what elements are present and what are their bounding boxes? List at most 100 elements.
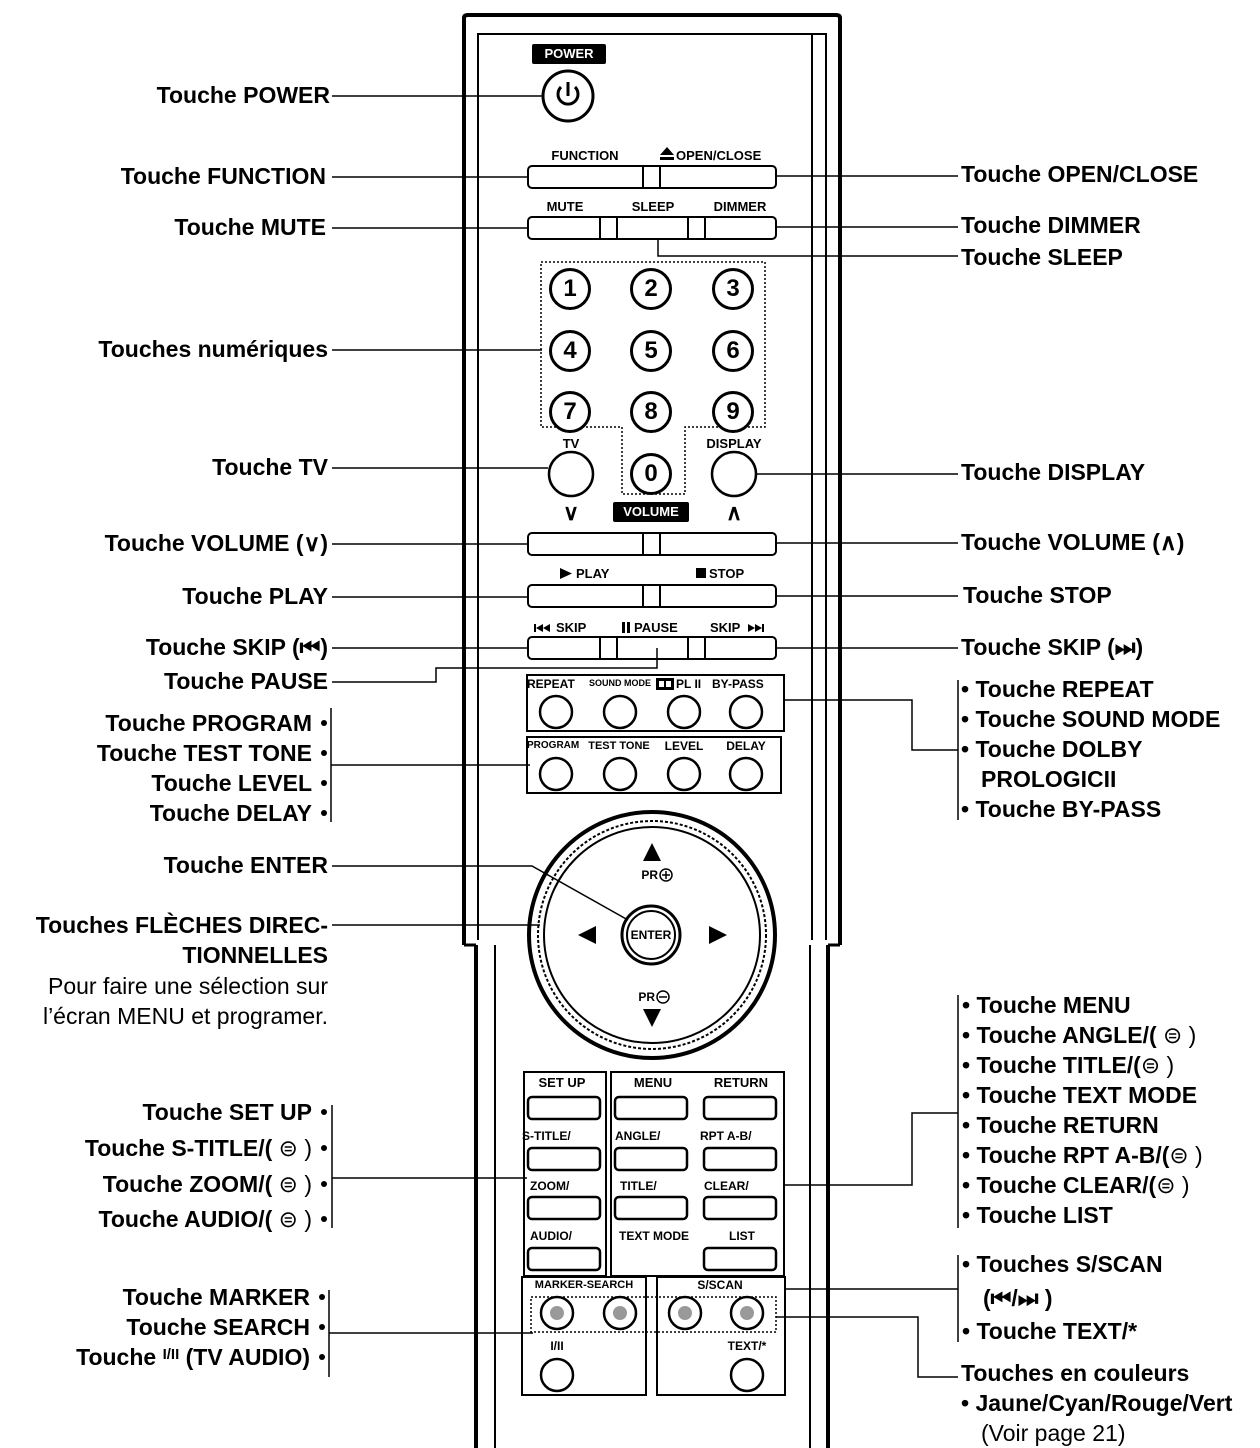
clear-label: CLEAR/ bbox=[704, 1179, 749, 1193]
key-7[interactable]: 7 bbox=[549, 391, 591, 433]
pr-plus-label: PR bbox=[641, 868, 658, 882]
label-audio: Touche AUDIO/( ⊜ ) bbox=[98, 1206, 313, 1232]
rpt-ab-label: RPT A-B/ bbox=[700, 1129, 752, 1143]
label-mute: Touche MUTE bbox=[174, 214, 326, 240]
label-rpt-ab: • Touche RPT A-B/(⊜ ) bbox=[962, 1142, 1203, 1168]
label-skip-next: Touche SKIP (⏭) bbox=[961, 634, 1144, 660]
key-4[interactable]: 4 bbox=[549, 330, 591, 372]
display-button bbox=[710, 450, 758, 498]
key-6[interactable]: 6 bbox=[712, 330, 754, 372]
label-enter: Touche ENTER bbox=[163, 852, 328, 878]
text-mode-label: TEXT MODE bbox=[618, 1229, 689, 1243]
bypass-label: BY-PASS bbox=[712, 677, 764, 691]
label-title: • Touche TITLE/(⊜ ) bbox=[962, 1052, 1175, 1078]
mute-label: MUTE bbox=[546, 199, 584, 214]
power-tag: POWER bbox=[532, 44, 606, 64]
play-icon bbox=[560, 568, 572, 579]
label-colors-list: • Jaune/Cyan/Rouge/Vert bbox=[961, 1390, 1233, 1416]
angle-label: ANGLE/ bbox=[615, 1129, 661, 1143]
return-label: RETURN bbox=[713, 1075, 769, 1090]
arrow-down-icon bbox=[643, 1009, 661, 1027]
label-s-title: Touche S-TITLE/( ⊜ ) bbox=[84, 1135, 312, 1161]
label-bypass: • Touche BY-PASS bbox=[961, 796, 1162, 822]
label-level: Touche LEVEL bbox=[151, 770, 312, 796]
display-label: DISPLAY bbox=[706, 436, 762, 451]
stop-label: STOP bbox=[709, 566, 745, 581]
label-search: Touche SEARCH bbox=[126, 1314, 310, 1340]
volume-down-glyph: ∨ bbox=[562, 500, 580, 525]
power-icon bbox=[556, 82, 580, 106]
program-label: PROGRAM bbox=[527, 740, 580, 751]
skip-prev-icon bbox=[534, 624, 550, 632]
label-zoom: Touche ZOOM/( ⊜ ) bbox=[102, 1171, 312, 1197]
title-label: TITLE/ bbox=[620, 1179, 657, 1193]
key-1[interactable]: 1 bbox=[549, 268, 591, 310]
key-9[interactable]: 9 bbox=[712, 391, 754, 433]
label-list: • Touche LIST bbox=[962, 1202, 1113, 1228]
arrow-left-icon bbox=[578, 926, 596, 944]
label-open-close: Touche OPEN/CLOSE bbox=[961, 161, 1199, 187]
key-3[interactable]: 3 bbox=[712, 268, 754, 310]
tv-label: TV bbox=[562, 436, 580, 451]
stop-icon bbox=[696, 568, 706, 578]
menu-label: MENU bbox=[633, 1075, 673, 1090]
volume-up-glyph: ∧ bbox=[725, 500, 743, 525]
label-delay: Touche DELAY bbox=[149, 800, 312, 826]
s-title-label: S-TITLE/ bbox=[522, 1129, 571, 1143]
label-tv: Touche TV bbox=[212, 454, 328, 480]
label-menu: • Touche MENU bbox=[962, 992, 1131, 1018]
label-numeric: Touches numériques bbox=[98, 336, 328, 362]
audio-label: AUDIO/ bbox=[530, 1229, 572, 1243]
label-colors-title: Touches en couleurs bbox=[961, 1360, 1190, 1386]
arrow-up-icon bbox=[643, 843, 661, 861]
label-function: Touche FUNCTION bbox=[120, 163, 326, 189]
label-dolby-1: • Touche DOLBY bbox=[961, 736, 1143, 762]
label-tv-audio: Touche I/II (TV AUDIO) bbox=[76, 1344, 310, 1370]
label-text-mode: • Touche TEXT MODE bbox=[962, 1082, 1198, 1108]
label-test-tone: Touche TEST TONE bbox=[96, 740, 312, 766]
open-close-label: OPEN/CLOSE bbox=[676, 148, 762, 163]
label-arrows-desc-2: l’écran MENU et programer. bbox=[42, 1003, 328, 1029]
dolby-icon bbox=[656, 678, 674, 690]
repeat-label: REPEAT bbox=[527, 677, 575, 691]
enter-button[interactable]: ENTER bbox=[630, 928, 672, 942]
label-display: Touche DISPLAY bbox=[961, 459, 1146, 485]
label-volume-up: Touche VOLUME (∧) bbox=[961, 529, 1185, 555]
key-5[interactable]: 5 bbox=[630, 330, 672, 372]
label-marker: Touche MARKER bbox=[122, 1284, 310, 1310]
label-clear: • Touche CLEAR/(⊜ ) bbox=[962, 1172, 1190, 1198]
dimmer-label: DIMMER bbox=[713, 199, 767, 214]
label-s-scan-1: • Touches S/SCAN bbox=[962, 1251, 1163, 1277]
sleep-label: SLEEP bbox=[631, 199, 675, 214]
label-pause: Touche PAUSE bbox=[164, 668, 328, 694]
label-program: Touche PROGRAM bbox=[105, 710, 312, 736]
volume-tag: VOLUME bbox=[613, 502, 689, 522]
tv-button bbox=[547, 450, 595, 498]
function-label: FUNCTION bbox=[551, 148, 619, 163]
skip-prev-label: SKIP bbox=[556, 620, 587, 635]
setup-label: SET UP bbox=[538, 1075, 586, 1090]
label-return: • Touche RETURN bbox=[962, 1112, 1159, 1138]
label-skip-prev: Touche SKIP (⏮) bbox=[145, 634, 328, 660]
label-colors-ref: (Voir page 21) bbox=[981, 1420, 1126, 1446]
skip-next-label: SKIP bbox=[710, 620, 741, 635]
pl2-label: PL II bbox=[676, 677, 702, 691]
arrow-right-icon bbox=[709, 926, 727, 944]
key-8[interactable]: 8 bbox=[630, 391, 672, 433]
label-play: Touche PLAY bbox=[182, 583, 328, 609]
text-star-label: TEXT/* bbox=[727, 1339, 767, 1353]
key-0[interactable]: 0 bbox=[630, 453, 672, 495]
label-sound-mode: • Touche SOUND MODE bbox=[961, 706, 1221, 732]
eject-icon bbox=[660, 147, 674, 160]
label-volume-down: Touche VOLUME (∨) bbox=[104, 530, 328, 556]
label-text-star: • Touche TEXT/* bbox=[962, 1318, 1138, 1344]
level-label: LEVEL bbox=[664, 739, 704, 753]
zoom-label: ZOOM/ bbox=[530, 1179, 570, 1193]
label-stop: Touche STOP bbox=[963, 582, 1112, 608]
key-2[interactable]: 2 bbox=[630, 268, 672, 310]
list-label: LIST bbox=[729, 1229, 755, 1243]
pause-icon bbox=[622, 622, 630, 633]
skip-next-icon bbox=[748, 624, 764, 632]
label-arrows-desc-1: Pour faire une sélection sur bbox=[48, 973, 328, 999]
